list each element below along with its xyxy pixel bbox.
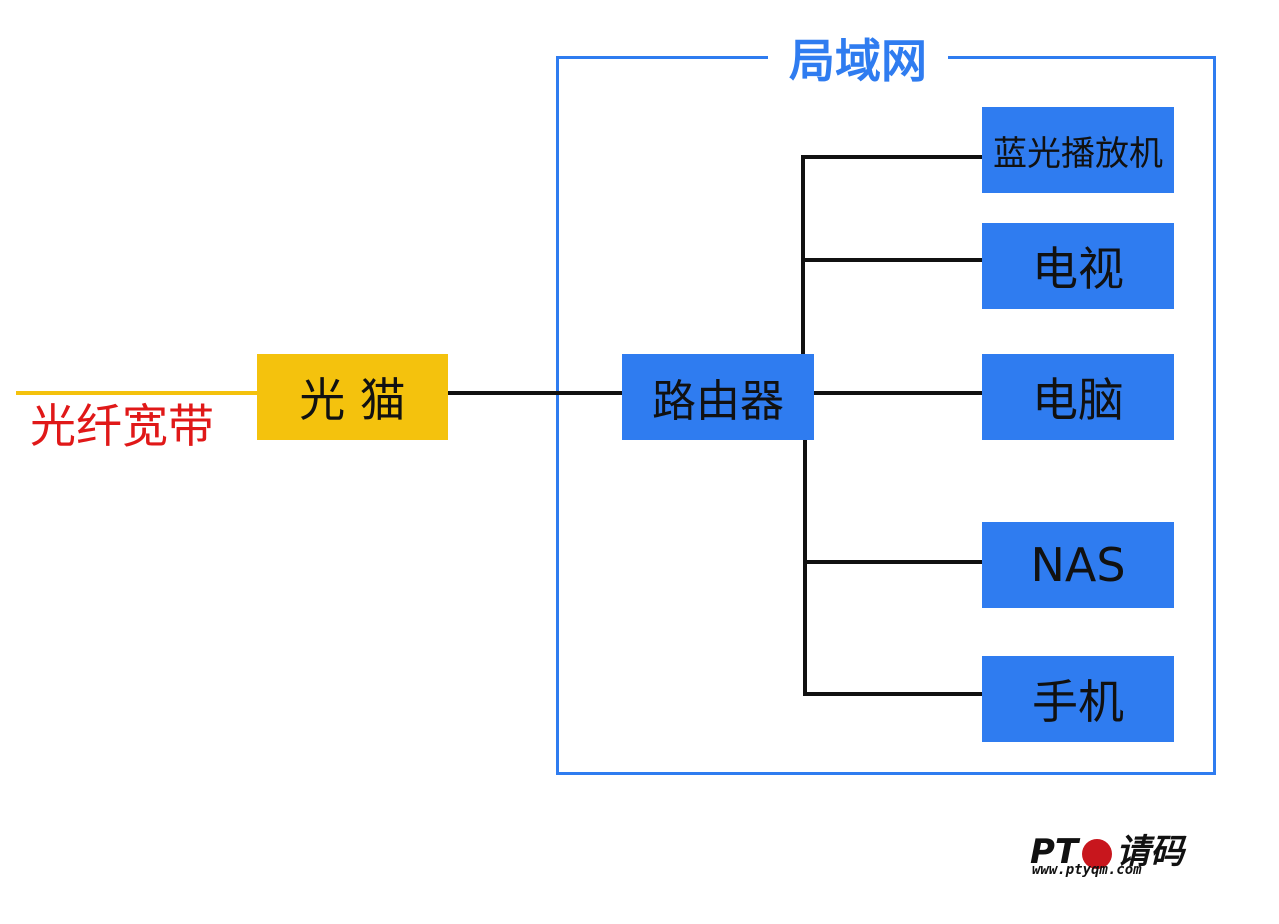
upper-trunk-line: [801, 155, 805, 354]
device-label: 蓝光播放机: [993, 133, 1163, 174]
branch-line-pc: [814, 391, 983, 395]
device-phone: 手机: [982, 656, 1174, 742]
device-nas: NAS: [982, 522, 1174, 608]
seal-icon: [1082, 838, 1113, 869]
watermark-brand-right: 请码: [1116, 832, 1185, 872]
branch-line-bluray: [801, 155, 983, 159]
lower-trunk-line: [803, 440, 807, 696]
branch-line-nas: [803, 560, 983, 564]
watermark-logo: PT 请码 www.ptyqm.com: [1030, 824, 1205, 884]
router-label: 路由器: [652, 376, 784, 427]
watermark-brand: PT 请码: [1030, 824, 1184, 873]
router-box: 路由器: [622, 354, 814, 440]
watermark-url: www.ptyqm.com: [1032, 862, 1142, 878]
modem-box: 光 猫: [257, 354, 448, 440]
device-label: 手机: [1032, 675, 1124, 729]
device-bluray-player: 蓝光播放机: [982, 107, 1174, 193]
branch-line-tv: [801, 258, 983, 262]
device-label: NAS: [1030, 538, 1126, 592]
modem-router-connector: [448, 391, 623, 395]
device-label: 电脑: [1032, 373, 1124, 427]
broadband-line: [16, 391, 258, 395]
lan-title: 局域网: [768, 28, 948, 88]
modem-label: 光 猫: [299, 373, 406, 427]
device-label: 电视: [1032, 242, 1124, 296]
watermark-brand-left: PT: [1030, 832, 1079, 872]
branch-line-phone: [803, 692, 983, 696]
device-tv: 电视: [982, 223, 1174, 309]
device-pc: 电脑: [982, 354, 1174, 440]
broadband-label: 光纤宽带: [30, 399, 214, 453]
